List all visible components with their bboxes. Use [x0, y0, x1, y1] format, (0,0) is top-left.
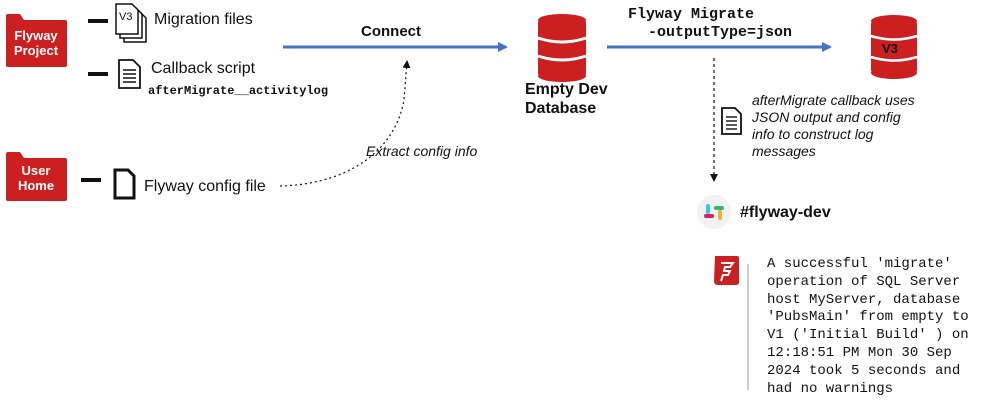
empty-db-label-line2: Database [525, 100, 597, 117]
log-message: A successful 'migrate' operation of SQL … [767, 256, 969, 398]
migration-files-label: Migration files [154, 11, 253, 28]
v3-db-label: V3 [882, 41, 898, 56]
log-message-line: V1 ('Initial Build' ) on [767, 327, 969, 344]
empty-db-label: Empty Dev Database [525, 80, 608, 118]
empty-db-icon [537, 14, 587, 82]
dash-config [81, 178, 101, 182]
slack-icon [697, 195, 731, 229]
callback-note-line2: JSON output and config [752, 109, 901, 125]
user-home-folder-label-line1: User [21, 163, 51, 178]
user-home-folder-label-line2: Home [17, 178, 55, 193]
log-message-line: 12:18:51 PM Mon 30 Sep [767, 344, 952, 361]
dash-migration [88, 19, 108, 23]
log-message-line: A successful 'migrate' [767, 256, 952, 272]
project-folder-icon [6, 14, 67, 67]
slack-channel-label: #flyway-dev [740, 204, 831, 221]
callback-script-filename: afterMigrate__activitylog [148, 84, 329, 98]
migrate-label-line1: Flyway Migrate [628, 6, 755, 23]
log-message-line: 'PubsMain' from empty to [767, 309, 969, 326]
migrate-label-line2: -outputType=json [648, 24, 793, 41]
note-doc-icon [721, 107, 742, 135]
project-folder-label-line2: Project [13, 43, 59, 58]
log-message-line: operation of SQL Server [767, 273, 961, 290]
config-file-label: Flyway config file [144, 178, 266, 195]
migration-icon-label: V3 [119, 11, 133, 23]
extract-config-label: Extract config info [366, 143, 478, 159]
empty-db-label-line1: Empty Dev [525, 81, 608, 98]
user-home-folder-icon [6, 152, 67, 201]
v3-db-icon [870, 15, 918, 79]
project-folder-label-line1: Flyway [14, 28, 58, 43]
log-message-line: 2024 took 5 seconds and [767, 362, 961, 379]
project-folder: Flyway Project [5, 28, 67, 58]
connect-label: Connect [361, 23, 421, 40]
flyway-logo-icon [714, 256, 739, 285]
user-home-folder: User Home [5, 163, 67, 193]
callback-script-label: Callback script [151, 60, 256, 77]
callback-note-line1: afterMigrate callback uses [752, 92, 915, 108]
callback-note-line3: info to construct log [752, 126, 874, 142]
migration-files-icon [115, 3, 147, 43]
callback-note-line4: messages [752, 143, 816, 159]
dash-callback [88, 72, 108, 76]
config-file-icon [113, 168, 136, 200]
log-message-line: host MyServer, database [767, 291, 961, 308]
extract-config-curve [279, 60, 411, 187]
callback-script-icon [118, 59, 141, 89]
log-message-line: had no warnings [767, 380, 894, 397]
callback-note: afterMigrate callback uses JSON output a… [752, 92, 915, 160]
